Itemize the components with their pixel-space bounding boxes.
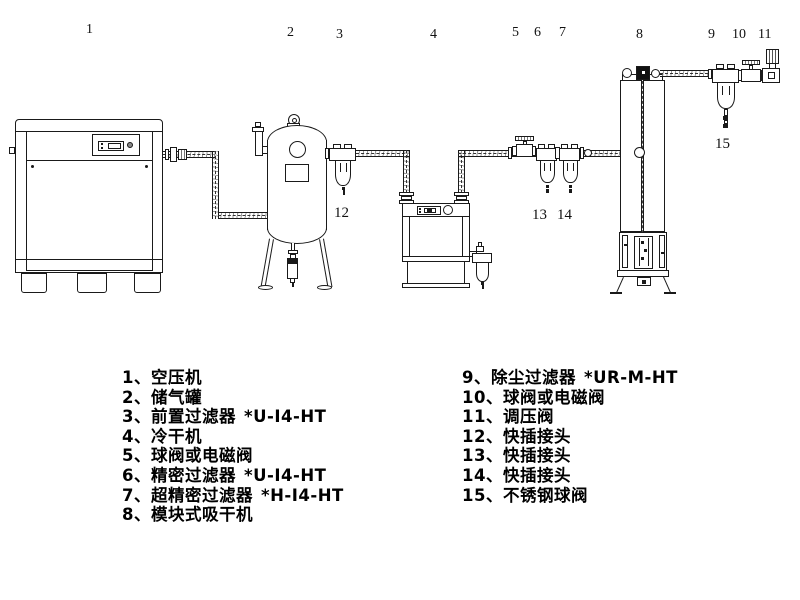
dryer-gauge (443, 205, 453, 215)
component-number-label: 9 (708, 27, 715, 42)
regulator-knob (766, 49, 779, 64)
tank-manhole (289, 141, 306, 158)
dryer-drain-filter (472, 253, 492, 263)
component-number-label: 12 (334, 205, 349, 221)
legend-item: 9、除尘过滤器*UR-M-HT (462, 368, 678, 387)
component-number-label: 6 (534, 25, 541, 40)
legend-item: 15、不锈钢球阀 (462, 485, 588, 505)
component-number-label: 8 (636, 27, 643, 42)
valve-handle-2 (742, 60, 760, 65)
tank-safety-valve (255, 131, 263, 156)
legend-item: 14、快插接头 (462, 465, 571, 485)
component-number-label: 4 (430, 27, 437, 42)
valve-handle (515, 136, 534, 141)
legend-item: 8、模块式吸干机 (122, 505, 253, 525)
component-number-label: 14 (557, 207, 572, 223)
component-number-label: 15 (715, 136, 730, 152)
component-number-label: 7 (559, 25, 566, 40)
component-number-label: 11 (758, 27, 772, 42)
tank-nameplate (285, 164, 309, 182)
legend-item: 6、精密过滤器*U-I4-HT (122, 465, 327, 485)
component-number-label: 5 (512, 25, 519, 40)
component-number-label: 10 (732, 27, 746, 42)
legend-item: 13、快插接头 (462, 446, 571, 466)
legend-item: 11、调压阀 (462, 407, 554, 427)
component-number-label: 2 (287, 25, 294, 40)
legend-item: 12、快插接头 (462, 426, 571, 446)
legend-right-column: 9、除尘过滤器*UR-M-HT 10、球阀或电磁阀 11、调压阀 12、快插接头… (462, 368, 678, 505)
legend-item: 1、空压机 (122, 368, 202, 387)
legend-item: 3、前置过滤器*U-I4-HT (122, 407, 327, 427)
legend-item: 4、冷干机 (122, 426, 202, 446)
legend-item: 7、超精密过滤器*H-I4-HT (122, 485, 344, 505)
legend-item: 10、球阀或电磁阀 (462, 387, 605, 407)
legend-left-column: 1、空压机 2、储气罐 3、前置过滤器*U-I4-HT 4、冷干机 5、球阀或电… (122, 368, 344, 525)
legend-item: 2、储气罐 (122, 387, 202, 407)
tank-drain-valve (287, 263, 298, 279)
component-number-label: 13 (532, 207, 547, 223)
compressor-power-button (127, 142, 133, 148)
component-number-label: 1 (86, 22, 93, 37)
legend-item: 5、球阀或电磁阀 (122, 446, 253, 466)
component-number-label: 3 (336, 27, 343, 42)
